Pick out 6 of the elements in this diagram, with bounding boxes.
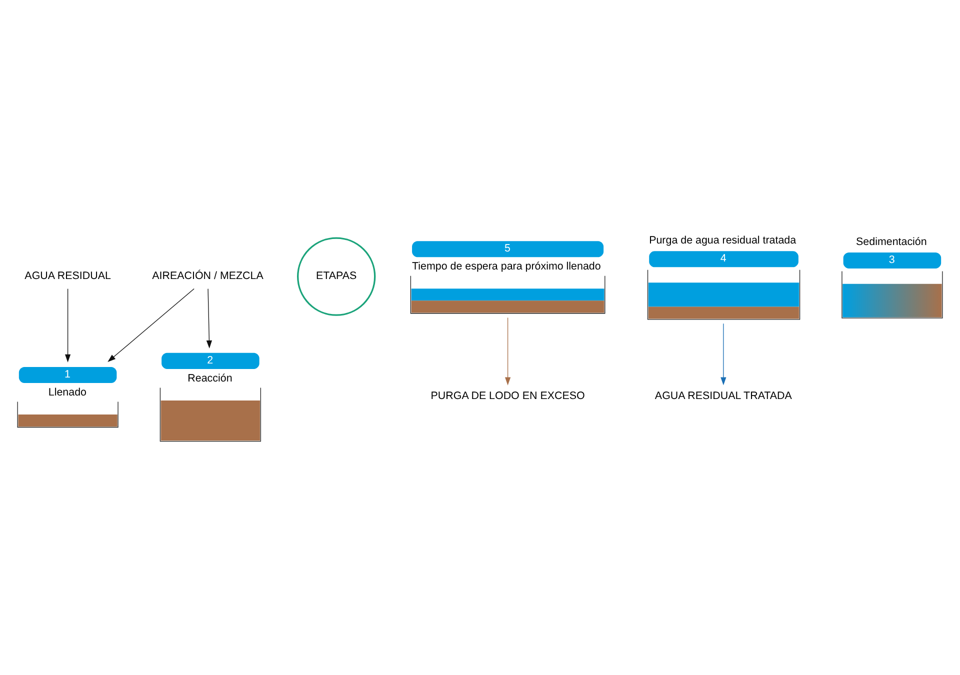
- node-label: Purga de agua residual tratada: [649, 234, 796, 247]
- node-text: AGUA RESIDUAL: [24, 270, 111, 282]
- node-text: AIREACIÓN / MEZCLA: [152, 270, 264, 282]
- node-label: Sedimentación: [856, 236, 927, 248]
- node-text: AGUA RESIDUAL TRATADA: [654, 390, 792, 402]
- node-text: PURGA DE LODO EN EXCESO: [430, 390, 585, 402]
